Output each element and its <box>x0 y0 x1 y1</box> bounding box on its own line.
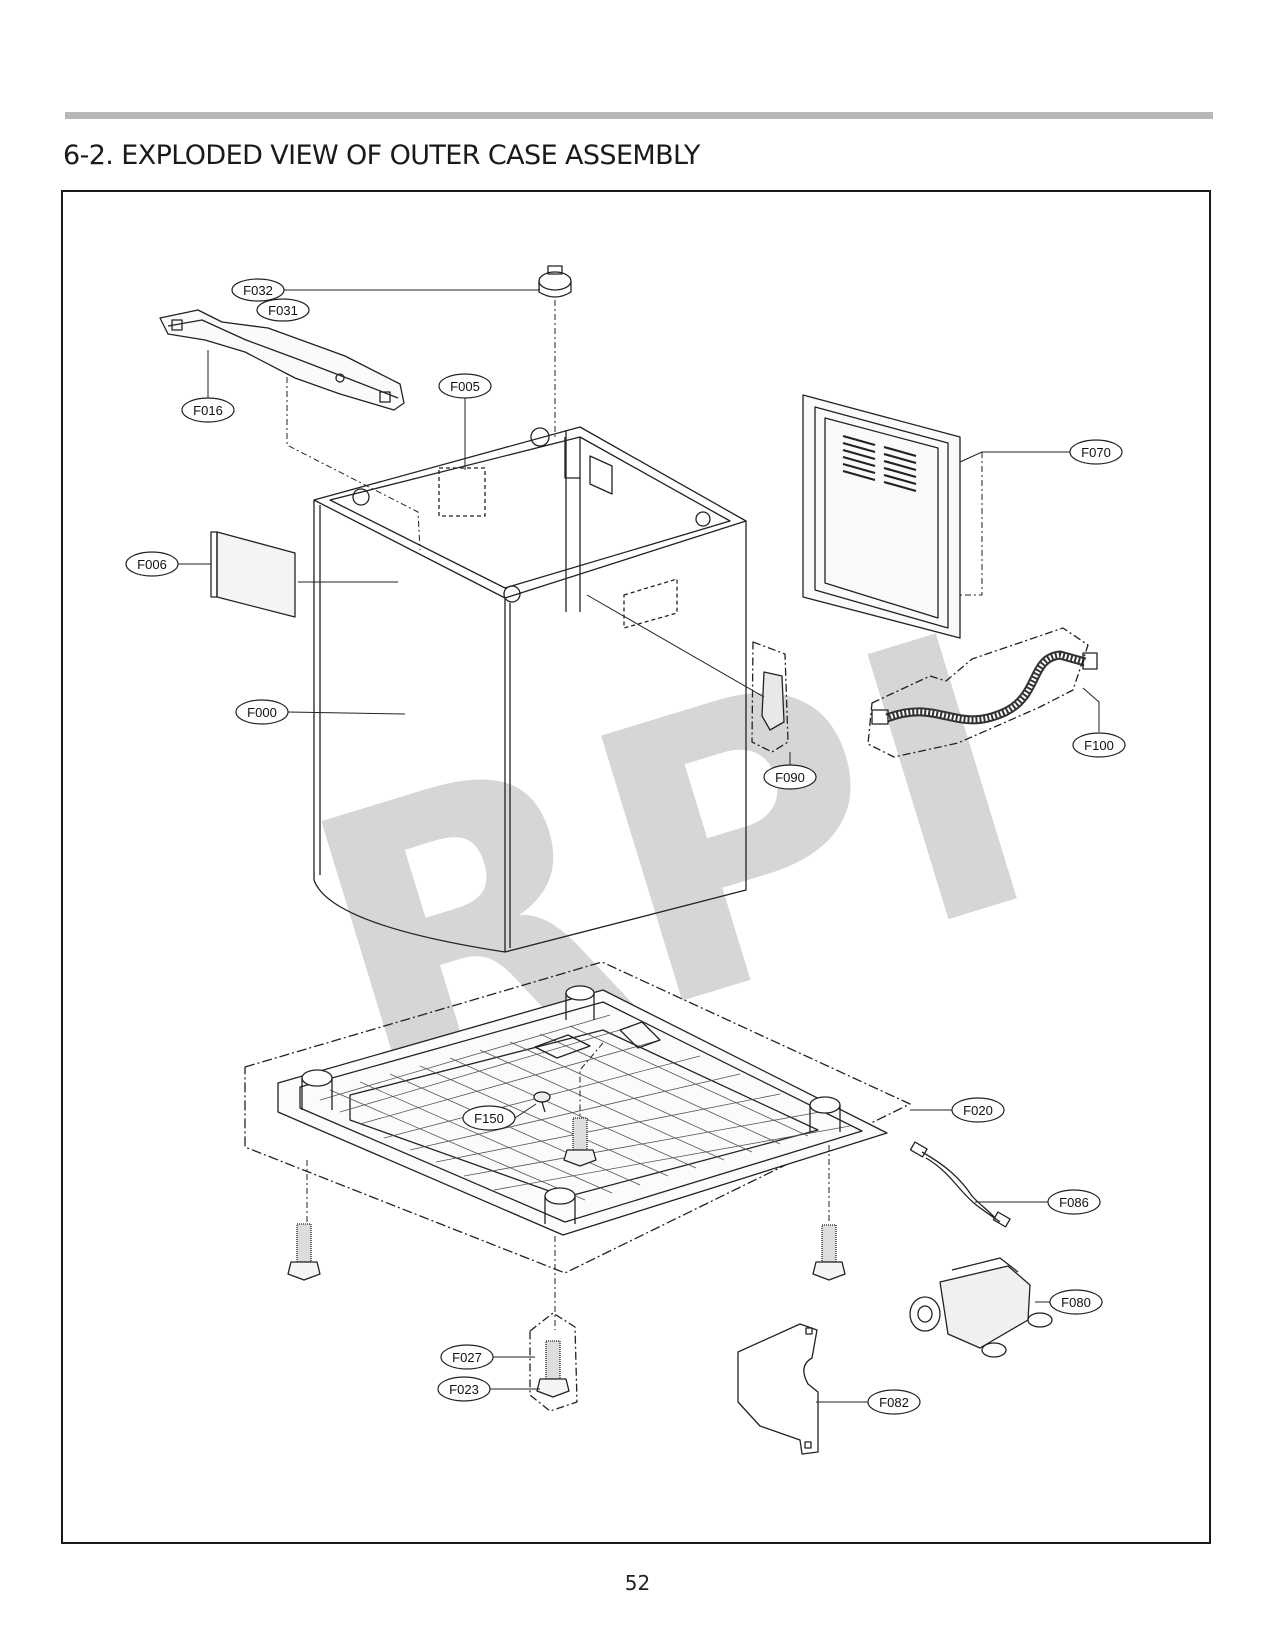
svg-text:F090: F090 <box>775 770 805 785</box>
callout-f005: F005 <box>438 373 492 399</box>
svg-text:F000: F000 <box>247 705 277 720</box>
svg-text:F032: F032 <box>243 283 273 298</box>
svg-text:F023: F023 <box>449 1382 479 1397</box>
top-bracket-part <box>159 309 405 411</box>
svg-text:F070: F070 <box>1081 445 1111 460</box>
callout-f150: F150 <box>462 1105 516 1131</box>
svg-text:F080: F080 <box>1061 1295 1091 1310</box>
lid-switch-part <box>751 641 789 753</box>
cover-bracket-part <box>737 1323 819 1455</box>
callouts: F032 F031 F016 F005 F070 F006 F000 F100 <box>125 278 1126 1415</box>
drain-pump-part <box>909 1257 1053 1358</box>
callout-f086: F086 <box>1047 1189 1101 1215</box>
svg-text:F027: F027 <box>452 1350 482 1365</box>
svg-text:F016: F016 <box>193 403 223 418</box>
callout-f020: F020 <box>951 1097 1005 1123</box>
svg-text:F005: F005 <box>450 379 480 394</box>
callout-f090: F090 <box>763 764 817 790</box>
callout-f006: F006 <box>125 551 179 577</box>
back-cover-part <box>802 394 961 639</box>
hose-clamp-part <box>538 265 572 298</box>
leader-lines <box>178 289 1100 1403</box>
leveling-leg-part <box>287 1117 846 1412</box>
drain-hose-part <box>867 627 1098 758</box>
page-number: 52 <box>624 1571 651 1595</box>
callout-f016: F016 <box>181 397 235 423</box>
callout-f080: F080 <box>1049 1289 1103 1315</box>
label-plate-part <box>210 531 296 618</box>
svg-text:F020: F020 <box>963 1103 993 1118</box>
svg-text:F150: F150 <box>474 1111 504 1126</box>
wire-harness-part <box>909 1141 1011 1228</box>
page-title: 6-2. EXPLODED VIEW OF OUTER CASE ASSEMBL… <box>63 140 700 171</box>
svg-text:F006: F006 <box>137 557 167 572</box>
callout-f031: F031 <box>256 298 310 322</box>
svg-text:F082: F082 <box>879 1395 909 1410</box>
callout-f082: F082 <box>867 1389 921 1415</box>
svg-text:F100: F100 <box>1084 738 1114 753</box>
cabinet-part <box>313 426 747 953</box>
diagram-frame <box>61 190 1211 1544</box>
callout-f027: F027 <box>440 1344 494 1370</box>
callout-f100: F100 <box>1072 732 1126 758</box>
callout-f000: F000 <box>235 699 289 725</box>
callout-f070: F070 <box>1069 439 1123 465</box>
callout-f023: F023 <box>437 1376 491 1402</box>
svg-text:F086: F086 <box>1059 1195 1089 1210</box>
top-rule <box>65 112 1213 119</box>
screw-f150-part <box>533 1091 551 1113</box>
svg-text:F031: F031 <box>268 303 298 318</box>
base-frame-part <box>244 961 911 1274</box>
callout-f032: F032 <box>231 278 285 302</box>
